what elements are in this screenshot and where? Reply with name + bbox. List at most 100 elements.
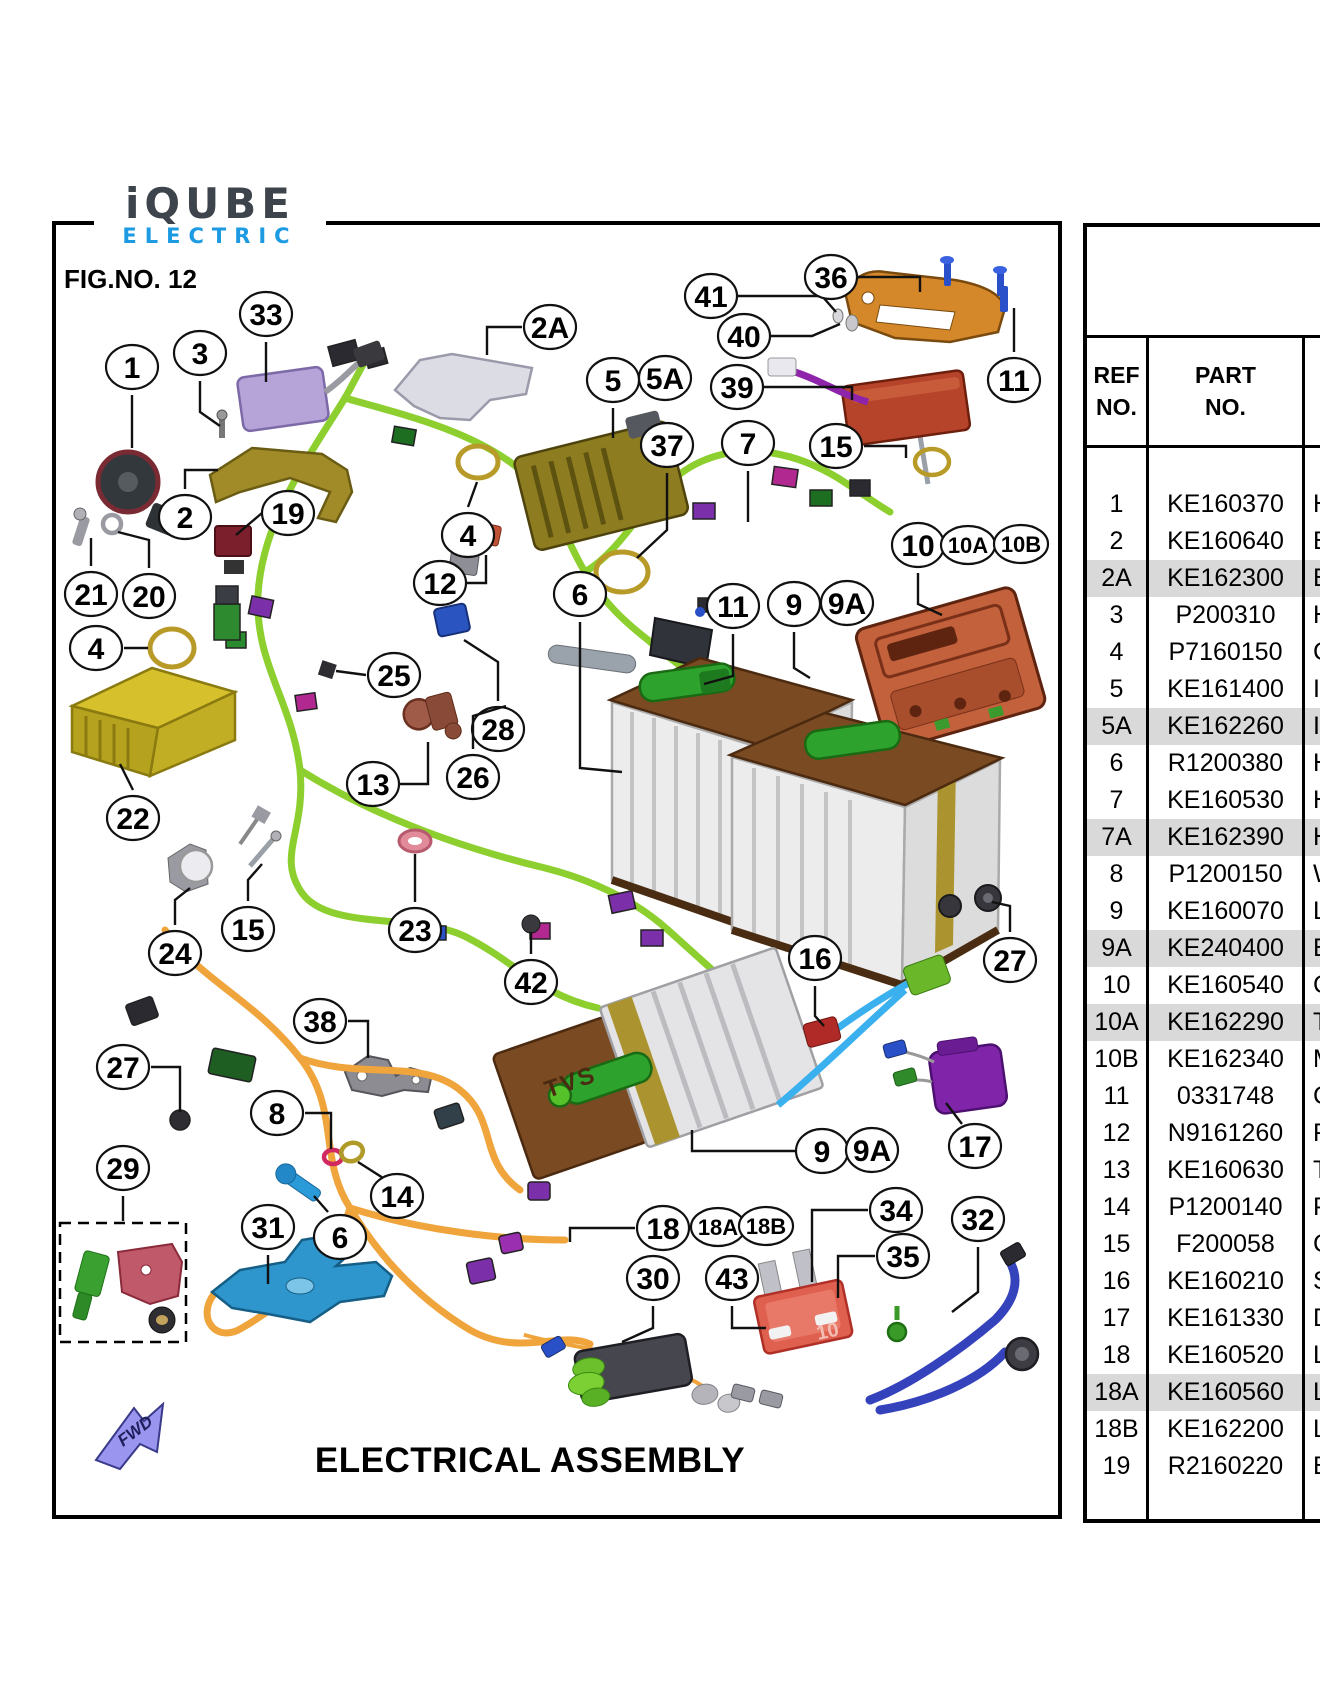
cell-part-no: 0331748 <box>1176 1082 1275 1110</box>
table-row: 15 F200058 C <box>1087 1226 1320 1263</box>
table-row: 2AKE162300B <box>1087 560 1320 597</box>
table-row: 7A KE162390 H <box>1087 819 1320 856</box>
cell-ref-no: 14 <box>1102 1193 1131 1221</box>
cell-ref-no: 18A <box>1094 1378 1139 1406</box>
cell-description-clipped: C <box>1305 1230 1320 1259</box>
table-row: 7KE160530H <box>1087 782 1320 819</box>
cell-ref-no: 2A <box>1101 564 1132 592</box>
cell-description-clipped: W <box>1305 860 1320 889</box>
column-header-ref: REF NO. <box>1087 360 1146 422</box>
cell-part-no: N9161260 <box>1167 1119 1284 1147</box>
table-column-divider <box>1146 338 1149 1519</box>
cell-part-no: KE160210 <box>1167 1267 1284 1295</box>
table-header-row: REF NO. PART NO. <box>1087 338 1320 448</box>
cell-part-no: P200310 <box>1175 601 1276 629</box>
cell-part-no: KE160370 <box>1167 490 1284 518</box>
header-part-line1: PART <box>1195 362 1256 389</box>
cell-part-no: KE162290 <box>1167 1008 1284 1036</box>
cell-description-clipped: T <box>1305 1156 1320 1185</box>
cell-description-clipped: P <box>1305 1193 1320 1222</box>
cell-ref-no: 7 <box>1109 786 1124 814</box>
table-row: 6R1200380H <box>1087 745 1320 782</box>
table-row: 4P7160150C <box>1087 634 1320 671</box>
cell-part-no: R1200380 <box>1167 749 1284 777</box>
cell-ref-no: 8 <box>1109 860 1124 888</box>
cell-part-no: KE160520 <box>1167 1341 1284 1369</box>
cell-description-clipped: L <box>1313 1341 1320 1369</box>
cell-ref-no: 16 <box>1102 1267 1131 1295</box>
brand-tagline: ELECTRIC <box>122 223 298 248</box>
cell-description-clipped: D <box>1305 1304 1320 1333</box>
cell-ref-no: 5 <box>1109 675 1124 703</box>
cell-description-clipped: H <box>1305 601 1320 630</box>
cell-part-no: KE160640 <box>1167 527 1284 555</box>
cell-description-clipped: C <box>1305 1082 1320 1111</box>
cell-part-no: KE160530 <box>1167 786 1284 814</box>
column-header-part: PART NO. <box>1149 360 1302 422</box>
cell-part-no: KE160560 <box>1167 1378 1284 1406</box>
table-row: 17KE161330D <box>1087 1300 1320 1337</box>
header-ref-line1: REF <box>1093 362 1140 389</box>
cell-ref-no: 15 <box>1102 1230 1131 1258</box>
table-row: 16KE160210S <box>1087 1263 1320 1300</box>
cell-ref-no: 13 <box>1102 1156 1131 1184</box>
table-row: 10 KE160540 C <box>1087 967 1320 1004</box>
cell-description-clipped: T <box>1305 1008 1320 1037</box>
cell-ref-no: 10B <box>1094 1045 1139 1073</box>
table-row: 9 KE160070 L <box>1087 893 1320 930</box>
cell-description-clipped: I <box>1313 675 1320 703</box>
table-row: 9A KE240400 B <box>1087 930 1320 967</box>
cell-description-clipped: L <box>1313 1415 1320 1443</box>
header-ref-line2: NO. <box>1096 393 1137 420</box>
table-title-cell <box>1087 227 1320 338</box>
table-row: 13KE160630T <box>1087 1152 1320 1189</box>
brand-logo: iQUBE ELECTRIC <box>94 181 326 249</box>
table-row: 12N9161260F <box>1087 1115 1320 1152</box>
cell-ref-no: 18 <box>1102 1341 1131 1369</box>
cell-ref-no: 2 <box>1109 527 1124 555</box>
cell-description-clipped: C <box>1305 971 1320 1000</box>
cell-part-no: KE162340 <box>1167 1045 1284 1073</box>
cell-part-no: KE162390 <box>1167 823 1284 851</box>
cell-part-no: KE160540 <box>1167 971 1284 999</box>
cell-ref-no: 9 <box>1109 897 1124 925</box>
cell-ref-no: 11 <box>1103 1082 1130 1110</box>
figure-number-label: FIG.NO. 12 <box>64 264 197 294</box>
cell-description-clipped: H <box>1305 823 1320 852</box>
cell-ref-no: 18B <box>1094 1415 1139 1443</box>
table-row: 1 KE160370 H <box>1087 486 1320 523</box>
cell-description-clipped: B <box>1305 934 1320 963</box>
cell-ref-no: 1 <box>1109 490 1124 518</box>
cell-description-clipped: B <box>1305 564 1320 593</box>
table-row: 8P1200150W <box>1087 856 1320 893</box>
cell-description-clipped: M <box>1305 1045 1320 1074</box>
cell-part-no: KE240400 <box>1167 934 1284 962</box>
table-row: 18 KE160520 L <box>1087 1337 1320 1374</box>
cell-part-no: KE162260 <box>1167 712 1284 740</box>
table-row: 18A KE160560 L <box>1087 1374 1320 1411</box>
cell-description-clipped: H <box>1305 749 1320 778</box>
table-row: 2KE160640B <box>1087 523 1320 560</box>
cell-ref-no: 5A <box>1101 712 1132 740</box>
cell-description-clipped: B <box>1305 1452 1320 1481</box>
cell-ref-no: 7A <box>1101 823 1132 851</box>
cell-description-clipped: F <box>1305 1119 1320 1148</box>
header-part-line2: NO. <box>1205 393 1246 420</box>
cell-part-no: F200058 <box>1176 1230 1275 1258</box>
cell-description-clipped: L <box>1313 1378 1320 1406</box>
cell-ref-no: 9A <box>1101 934 1132 962</box>
cell-description-clipped: H <box>1305 490 1320 519</box>
table-row: 10B KE162340 M <box>1087 1041 1320 1078</box>
cell-ref-no: 3 <box>1109 601 1124 629</box>
cell-part-no: P7160150 <box>1168 638 1283 666</box>
cell-description-clipped: L <box>1313 897 1320 925</box>
cell-part-no: KE160070 <box>1167 897 1284 925</box>
cell-ref-no: 17 <box>1102 1304 1131 1332</box>
table-row: 10AKE162290T <box>1087 1004 1320 1041</box>
cell-part-no: R2160220 <box>1167 1452 1284 1480</box>
cell-ref-no: 19 <box>1102 1452 1131 1480</box>
cell-ref-no: 10 <box>1102 971 1131 999</box>
